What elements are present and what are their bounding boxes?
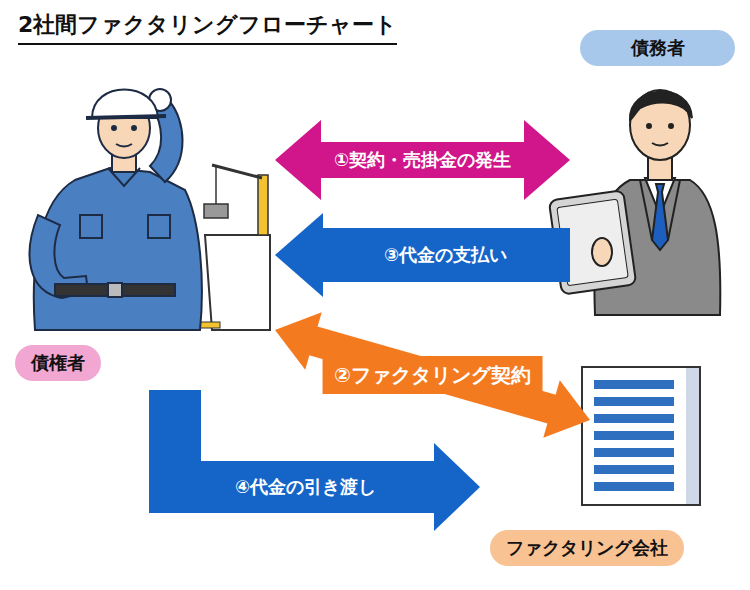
flow-arrow xyxy=(175,390,480,531)
window xyxy=(594,465,674,474)
arrow-body xyxy=(319,142,526,178)
arrow-body xyxy=(312,340,554,409)
window xyxy=(594,380,674,389)
belt-buckle xyxy=(108,283,122,297)
arrow-head xyxy=(434,443,480,531)
crane-tower xyxy=(258,175,268,235)
eye xyxy=(647,124,651,128)
crane-load xyxy=(204,204,228,218)
worker-eye xyxy=(132,126,136,130)
node-label-pill: 債権者 xyxy=(15,345,101,381)
arrow-head xyxy=(275,312,322,370)
arrow-head xyxy=(524,120,570,200)
window xyxy=(594,482,674,491)
worker-figure xyxy=(30,89,202,330)
building xyxy=(582,367,700,505)
arrow-body xyxy=(175,390,436,487)
window xyxy=(594,414,674,423)
building-side xyxy=(686,368,699,504)
necktie xyxy=(652,184,668,250)
arrow-label: ②ファクタリング契約 xyxy=(322,356,543,394)
worker-mouth xyxy=(116,144,132,147)
flow-arrow xyxy=(275,213,570,297)
window xyxy=(594,431,674,440)
worker-eye xyxy=(112,126,116,130)
window xyxy=(594,448,674,457)
businessman-figure xyxy=(549,90,721,315)
arrow-label: ①契約・売掛金の発生 xyxy=(334,149,511,171)
eye xyxy=(669,124,673,128)
helmet-brim xyxy=(86,116,166,118)
arrow-label: ④代金の引き渡し xyxy=(235,476,376,498)
building-wall xyxy=(582,367,700,505)
flow-arrow xyxy=(275,120,570,200)
mouth xyxy=(652,143,668,146)
worker-helmet xyxy=(92,90,158,119)
arrow-head xyxy=(275,120,321,200)
arrow-head xyxy=(275,213,323,297)
arrow-body xyxy=(321,228,570,282)
window xyxy=(594,397,674,406)
hair xyxy=(630,92,692,120)
flow-arrow xyxy=(275,312,590,438)
crane-jib xyxy=(212,165,262,178)
worker-collar xyxy=(108,168,140,186)
diagram-title: 2社間ファクタリングフローチャート xyxy=(18,10,397,45)
debtor-node: 債務者 xyxy=(570,25,740,320)
worker-body xyxy=(34,168,202,330)
hand xyxy=(592,238,612,266)
ship-hull xyxy=(205,235,270,330)
arrow-label: ③代金の支払い xyxy=(384,244,507,266)
crane-cable xyxy=(215,166,217,204)
lapel xyxy=(640,180,680,240)
arrow-head xyxy=(543,380,590,438)
node-label-pill: 債務者 xyxy=(580,30,735,66)
worker-belt xyxy=(55,284,175,296)
node-label-pill: ファクタリング会社 xyxy=(490,530,684,566)
factoring-company-node: ファクタリング会社 xyxy=(480,420,742,575)
worker-pocket xyxy=(80,215,170,238)
creditor-node: 債権者 xyxy=(10,95,275,390)
